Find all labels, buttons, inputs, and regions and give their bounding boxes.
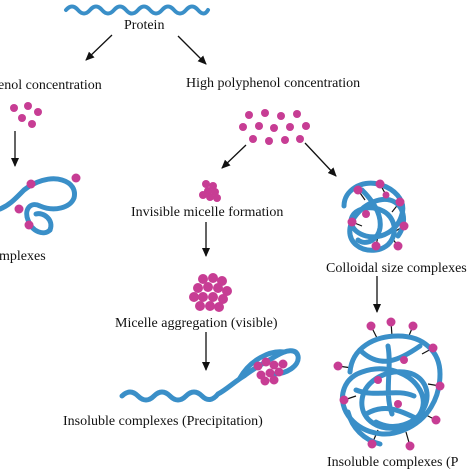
label-micelle-aggregation: Micelle aggregation (visible) <box>115 316 278 331</box>
label-colloidal-size: Colloidal size complexes <box>326 261 467 276</box>
polyphenol-dots-high <box>239 109 310 145</box>
precipitate-complex <box>119 348 301 403</box>
label-soluble-complexes: mplexes <box>0 249 46 264</box>
arrow-high-to-colloidal <box>304 142 337 177</box>
invisible-micelle-cluster <box>199 180 221 202</box>
soluble-complex-left <box>0 173 81 236</box>
colloidal-complex <box>341 179 409 253</box>
label-invisible-micelle: Invisible micelle formation <box>131 205 284 220</box>
label-insoluble-precipitation: Insoluble complexes (Precipitation) <box>63 414 263 429</box>
protein-strand-top <box>64 4 210 16</box>
label-insoluble-right: Insoluble complexes (P <box>327 455 459 470</box>
arrow-high-to-micelle <box>221 144 247 169</box>
label-protein: Protein <box>124 18 165 33</box>
arrow-protein-to-low <box>85 34 113 61</box>
label-high-polyphenol: High polyphenol concentration <box>186 76 361 91</box>
micelle-aggregate-cluster <box>189 273 232 312</box>
polyphenol-dots-low <box>10 102 42 128</box>
insoluble-complex-right <box>333 317 445 451</box>
label-low-polyphenol: enol concentration <box>0 78 102 93</box>
arrow-protein-to-high <box>177 35 207 65</box>
